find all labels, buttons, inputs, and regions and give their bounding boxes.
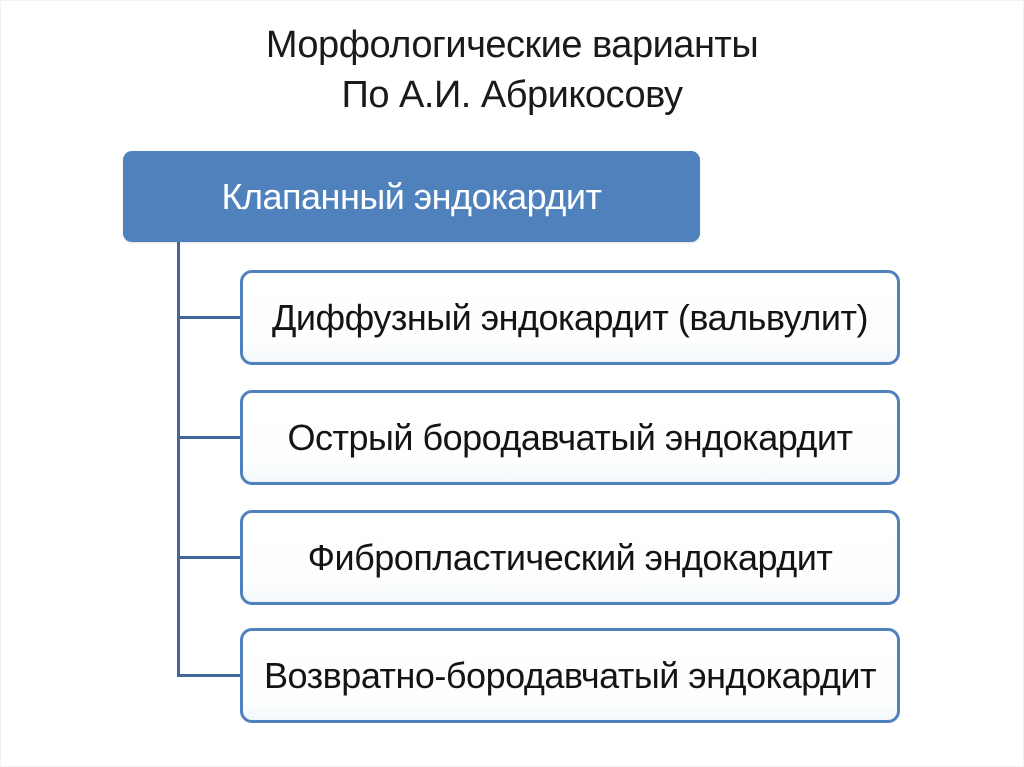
root-node-valvular-endocarditis: Клапанный эндокардит [123, 151, 700, 242]
child-node-label: Возвратно-бородавчатый эндокардит [264, 654, 876, 696]
slide-title: Морфологические варианты По А.И. Абрикос… [0, 20, 1024, 120]
child-node-fibroplastic-endocarditis: Фибропластический эндокардит [240, 510, 900, 605]
connector-stub-1 [177, 316, 241, 319]
connector-trunk [177, 242, 180, 676]
connector-stub-3 [177, 556, 241, 559]
child-node-label: Фибропластический эндокардит [307, 536, 833, 578]
connector-stub-4 [177, 674, 241, 677]
child-node-label: Острый бородавчатый эндокардит [287, 416, 853, 458]
root-node-label: Клапанный эндокардит [221, 175, 602, 217]
child-node-diffuse-endocarditis: Диффузный эндокардит (вальвулит) [240, 270, 900, 365]
child-node-recurrent-verrucous-endocarditis: Возвратно-бородавчатый эндокардит [240, 628, 900, 723]
slide-title-line1: Морфологические варианты [265, 24, 759, 66]
child-node-acute-verrucous-endocarditis: Острый бородавчатый эндокардит [240, 390, 900, 485]
connector-stub-2 [177, 436, 241, 439]
child-node-label: Диффузный эндокардит (вальвулит) [272, 296, 868, 338]
slide-title-line2: По А.И. Абрикосову [341, 74, 683, 116]
